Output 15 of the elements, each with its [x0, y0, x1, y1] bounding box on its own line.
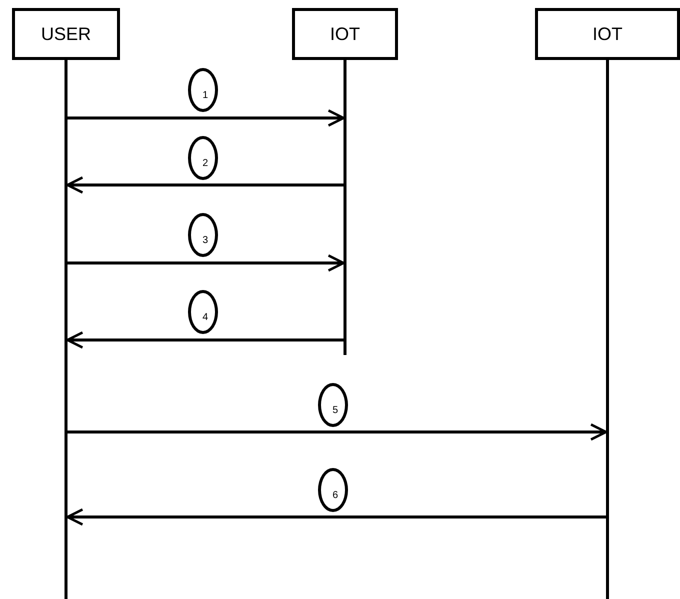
- lifeline-header-box: IOT: [292, 8, 398, 60]
- message-arrow: [68, 109, 345, 127]
- lifeline-header-box: IOT: [535, 8, 680, 60]
- step-number-oval: 5: [318, 383, 348, 427]
- step-number-oval: 1: [188, 68, 218, 112]
- message-arrow: [66, 508, 606, 526]
- lifeline-header-box: USER: [12, 8, 120, 60]
- step-number-oval: 3: [188, 213, 218, 257]
- message-arrow: [66, 176, 344, 194]
- step-number-oval: 4: [188, 290, 218, 334]
- message-arrow: [68, 254, 345, 272]
- message-arrow: [66, 331, 344, 349]
- step-number-oval: 2: [188, 136, 218, 180]
- message-arrow: [68, 423, 608, 441]
- step-number-oval: 6: [318, 468, 348, 512]
